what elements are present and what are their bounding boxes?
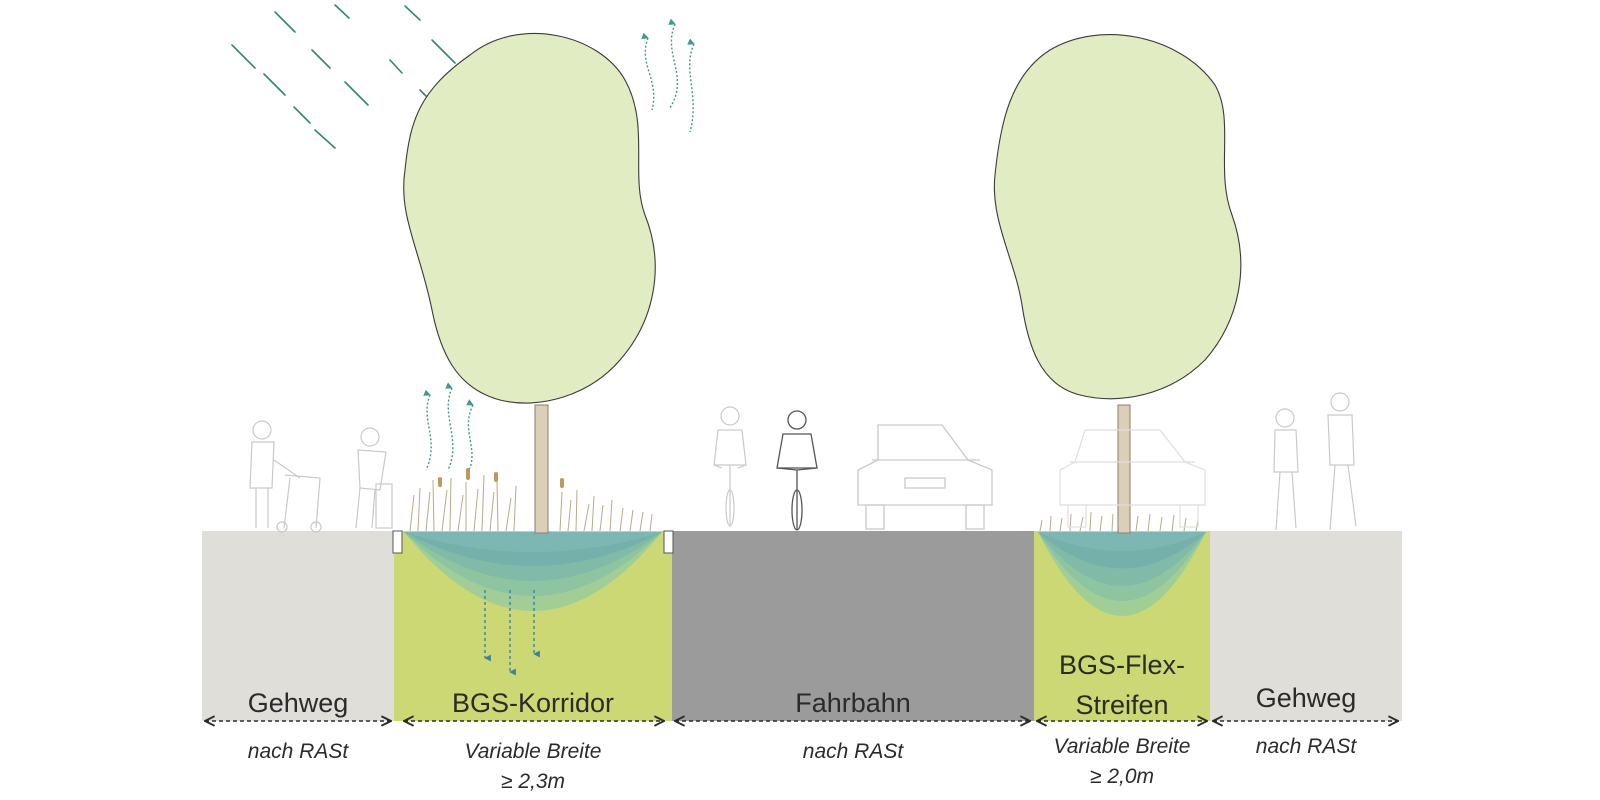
bgs-flex-label-line1: BGS-Flex- bbox=[1058, 650, 1185, 680]
reeds-icon bbox=[409, 474, 653, 532]
fahrbahn-width: nach RASt bbox=[802, 740, 904, 763]
gehweg-left-width: nach RASt bbox=[247, 740, 349, 763]
roadway bbox=[672, 531, 1034, 721]
car-icon bbox=[857, 424, 993, 530]
cyclist-icon bbox=[713, 406, 747, 527]
cattail-heads bbox=[438, 468, 564, 488]
gehweg-right-width: nach RASt bbox=[1255, 735, 1357, 758]
tree-icon bbox=[403, 33, 656, 534]
infiltration-arrow-icon bbox=[484, 590, 540, 676]
tree-icon bbox=[993, 34, 1242, 534]
bgs-flex-label-line2: Streifen bbox=[1075, 690, 1169, 720]
water-retention-flex bbox=[1038, 532, 1206, 616]
car-icon bbox=[1059, 429, 1206, 528]
water-retention-korridor bbox=[404, 532, 662, 611]
gehweg-right-label: Gehweg bbox=[1255, 683, 1357, 713]
joggers-icon bbox=[1273, 392, 1357, 531]
cyclist-icon bbox=[776, 410, 818, 531]
gehweg-left-label: Gehweg bbox=[247, 688, 349, 718]
curb-right bbox=[663, 530, 674, 554]
bgs-flex-min-width: ≥ 2,0m bbox=[1089, 765, 1155, 788]
bgs-korridor-label: BGS-Korridor bbox=[451, 688, 615, 718]
bgs-korridor-min-width: ≥ 2,3m bbox=[500, 770, 566, 793]
evaporation-arrow-icon bbox=[423, 18, 695, 473]
sidewalk-right bbox=[1210, 531, 1402, 721]
sidewalk-left bbox=[202, 531, 394, 721]
seated-person-icon bbox=[355, 427, 393, 529]
curb-left bbox=[392, 530, 403, 554]
bgs-korridor-width: Variable Breite bbox=[464, 740, 602, 763]
bgs-flex-width: Variable Breite bbox=[1053, 735, 1191, 758]
fahrbahn-label: Fahrbahn bbox=[795, 688, 911, 718]
pedestrian-with-rollator-icon bbox=[249, 420, 322, 533]
